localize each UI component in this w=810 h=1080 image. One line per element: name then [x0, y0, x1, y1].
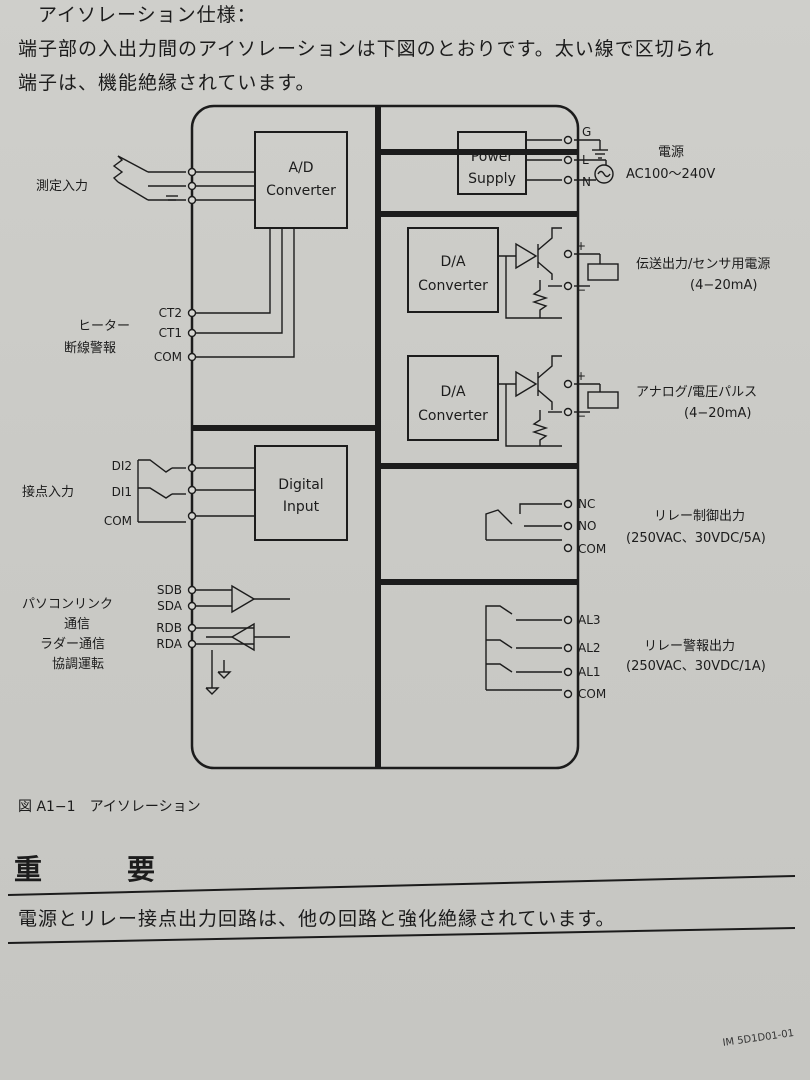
terminal-plus-1: +	[576, 239, 586, 253]
di-label-2: Input	[283, 499, 320, 515]
label-analog-title: アナログ/電圧パルス	[636, 385, 757, 400]
terminal-minus-2: −	[576, 409, 586, 423]
terminal-al2: AL2	[578, 641, 601, 655]
da2-label-2: Converter	[418, 408, 488, 424]
left-terminals	[187, 167, 197, 649]
digital-input-block	[254, 445, 348, 541]
terminal-ct2: CT2	[159, 306, 182, 320]
power-supply-block	[457, 131, 527, 195]
label-analog-spec: (4−20mA)	[684, 406, 751, 421]
di-label-1: Digital	[278, 477, 323, 493]
terminal-g: G	[582, 125, 591, 139]
terminal-al1: AL1	[578, 665, 601, 679]
terminal-com-di: COM	[104, 514, 132, 528]
terminal-al3: AL3	[578, 613, 601, 627]
sensor-symbols	[112, 139, 619, 523]
terminal-minus-1: −	[576, 283, 586, 297]
label-relay-ctrl-title: リレー制御出力	[654, 509, 745, 524]
ad-label-2: Converter	[266, 183, 336, 199]
label-ladder: ラダー通信	[40, 637, 105, 652]
da1-label-1: D/A	[440, 254, 465, 270]
label-coop: 協調運転	[52, 657, 104, 672]
section-heading: アイソレーション仕様：	[38, 4, 257, 26]
ad-label-1: A/D	[288, 160, 313, 176]
important-title-left: 重	[14, 853, 46, 886]
isolation-diagram: A/D Converter Power Supply D/A Converter…	[22, 104, 770, 770]
isolation-barriers	[192, 106, 578, 768]
device-outline	[190, 104, 580, 770]
label-pc-link: パソコンリンク	[22, 597, 113, 612]
label-relay-alarm-title: リレー警報出力	[644, 638, 735, 654]
terminal-no: NO	[578, 519, 596, 533]
intro-line-1: 端子部の入出力間のアイソレーションは下図のとおりです。太い線で区切られ	[18, 38, 715, 60]
da-converter-1-block	[407, 227, 499, 313]
terminal-n: N	[582, 175, 591, 189]
da1-label-2: Converter	[418, 278, 488, 294]
label-relay-alarm-spec: (250VAC、30VDC/1A)	[626, 659, 766, 674]
terminal-sdb: SDB	[157, 583, 182, 597]
label-power-title: 電源	[658, 145, 684, 160]
label-trans-title: 伝送出力/センサ用電源	[636, 257, 770, 272]
terminal-l: L	[582, 153, 589, 167]
da-converter-2-block	[407, 355, 499, 441]
ps-label-2: Supply	[468, 171, 516, 187]
ps-label-1: Power	[471, 149, 514, 165]
terminal-di2: DI2	[112, 459, 132, 473]
label-power-spec: AC100〜240V	[626, 167, 715, 182]
terminal-sda: SDA	[157, 599, 183, 613]
internal-wiring	[192, 139, 562, 695]
label-heater-1: ヒーター	[78, 319, 130, 334]
terminal-nc: NC	[578, 497, 595, 511]
terminal-rda: RDA	[156, 637, 182, 651]
terminal-com-ct: COM	[154, 350, 182, 364]
right-terminals	[563, 135, 573, 699]
terminal-com-alarm: COM	[578, 687, 606, 701]
label-trans-spec: (4−20mA)	[690, 278, 757, 293]
figure-caption: 図 A1−1 アイソレーション	[18, 799, 201, 815]
label-comm: 通信	[64, 617, 90, 632]
label-measure-input: 測定入力	[36, 179, 88, 194]
terminal-com-relay: COM	[578, 542, 606, 556]
important-body: 電源とリレー接点出力回路は、他の回路と強化絶縁されています。	[18, 908, 616, 930]
important-title-right: 要	[127, 853, 159, 886]
important-title: 重要	[14, 848, 158, 888]
terminal-di1: DI1	[112, 485, 132, 499]
intro-line-2: 端子は、機能絶縁されています。	[18, 72, 316, 94]
label-relay-ctrl-spec: (250VAC、30VDC/5A)	[626, 531, 766, 546]
terminal-rdb: RDB	[156, 621, 182, 635]
terminal-ct1: CT1	[159, 326, 182, 340]
terminal-plus-2: +	[576, 369, 586, 383]
da2-label-1: D/A	[440, 384, 465, 400]
label-heater-2: 断線警報	[64, 340, 116, 356]
label-contact-input: 接点入力	[22, 484, 74, 500]
ad-converter-block	[254, 131, 348, 229]
document-code: IM 5D1D01-01	[722, 1027, 795, 1049]
